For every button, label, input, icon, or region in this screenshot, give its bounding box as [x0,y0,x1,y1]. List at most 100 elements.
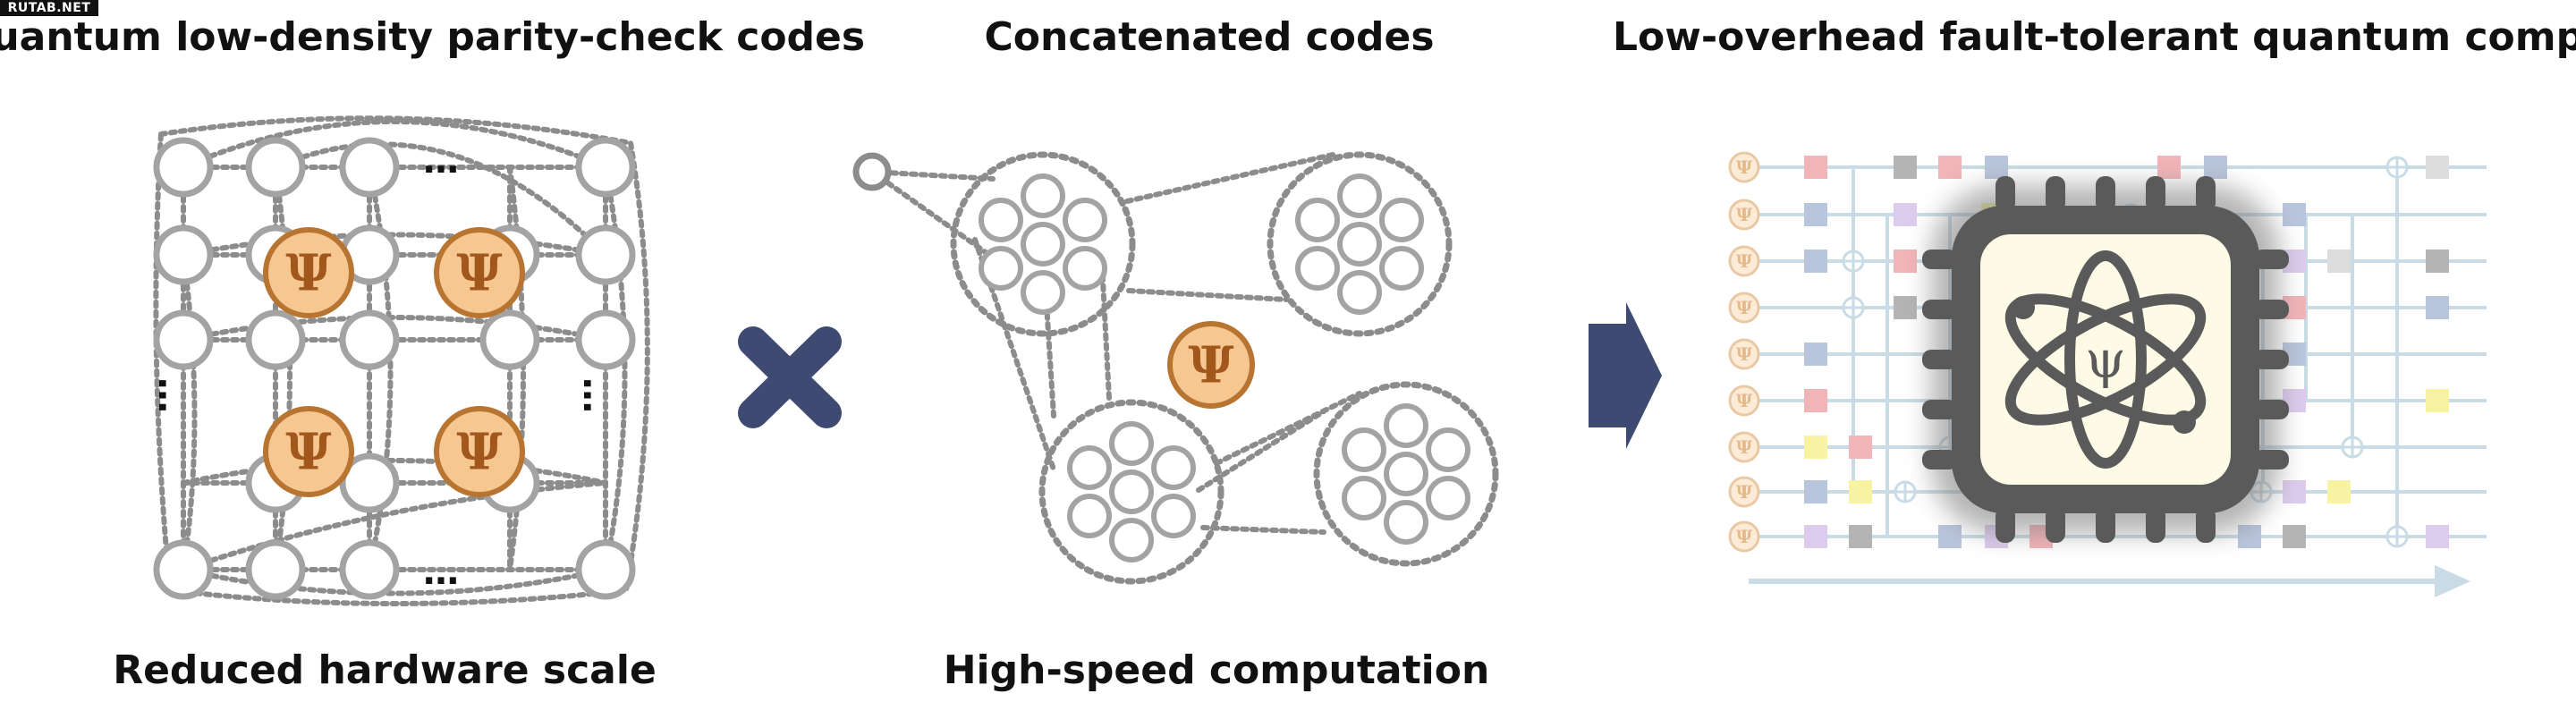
gate [2283,203,2306,226]
ellipsis: … [150,377,191,413]
time-arrow [1749,565,2470,597]
qldpc-connection [153,115,650,606]
qldpc-connection [181,458,608,486]
chip-pin [1922,300,1958,319]
gate [2327,250,2351,273]
chip-pin [2253,450,2289,469]
logical-qubit-circle [263,227,354,318]
input-qubit-circle [1728,199,1760,231]
physical-qubit [1021,222,1065,266]
gate [1985,156,2008,179]
chip-pin [1996,176,2015,212]
concatenated-connection [1099,261,1112,401]
atom-electron [2012,296,2035,319]
physical-qubit [1384,452,1428,496]
logical-qubit-circle [434,227,525,318]
chip-psi-symbol: ψ [2085,329,2125,390]
physical-qubit [245,137,306,198]
qldpc-connection [181,232,608,258]
input-qubit-circle [1728,151,1760,183]
physical-qubit [979,246,1023,291]
cnot-target [1842,296,1865,319]
physical-qubit [245,309,306,370]
physical-qubit [153,224,214,285]
physical-qubit [1295,246,1340,291]
gate [1894,203,1917,226]
chip-pin [2253,250,2289,269]
quantum-chip-icon: ψ [1922,176,2289,543]
input-qubit-circle [1728,292,1760,324]
psi-symbol: Ψ [1736,156,1753,178]
gate [1894,296,1917,319]
chip-pin [2096,507,2115,543]
input-qubit-circle [1728,385,1760,417]
psi-symbol: Ψ [1736,390,1753,411]
code-block [1267,151,1453,337]
gate [1804,343,1827,366]
physical-qubit [575,539,636,600]
physical-qubit [1337,222,1382,266]
input-logical-qubit: Ψ [1728,476,1760,508]
logical-qubit: Ψ [434,406,525,497]
psi-symbol: Ψ [1188,336,1233,395]
physical-qubit [153,539,214,600]
code-block [950,151,1136,337]
chip-pin [2046,176,2065,212]
logical-qubit: Ψ [1167,321,1255,409]
cnot-target [2341,436,2364,459]
code-block [1038,399,1224,585]
physical-qubit [1063,246,1107,291]
psi-symbol: Ψ [456,423,502,482]
psi-symbol: Ψ [1736,481,1753,503]
qldpc-connection [273,141,608,258]
ellipsis: … [423,552,459,593]
chip-pin [1922,400,1958,419]
physical-qubit [1021,173,1065,218]
cnot-target [2385,525,2409,548]
watermark: RUTAB.NET [0,0,98,16]
physical-qubit [1063,198,1107,242]
physical-qubit [575,309,636,370]
physical-qubit [1426,427,1470,472]
input-qubit-circle [1728,338,1760,370]
physical-qubit [1379,246,1424,291]
concatenated-connection [1126,288,1289,302]
input-qubit-circle [1728,520,1760,553]
physical-qubit [1067,445,1112,490]
cross-icon [738,326,842,428]
physical-qubit [1295,198,1340,242]
gate [1938,525,1962,548]
gate [2157,156,2181,179]
chip-pin [1922,450,1958,469]
physical-qubit [1109,469,1154,514]
psi-symbol: Ψ [1736,250,1753,272]
chip-pin [1922,250,1958,269]
qldpc-ellipses: ………… [150,140,616,593]
gate [1849,436,1872,459]
chip-pins [1922,176,2289,543]
gate [2426,296,2449,319]
code-block-boundary [1267,151,1453,337]
atom-orbit [2004,293,2207,426]
psi-symbol: Ψ [456,244,502,303]
gate [2238,525,2261,548]
gate [1804,480,1827,503]
physical-qubit [1342,476,1386,520]
psi-symbol: Ψ [1736,436,1753,458]
input-logical-qubit: Ψ [1728,385,1760,417]
atom-electron [2173,410,2196,434]
physical-qubit [153,137,214,198]
physical-qubit [1067,494,1112,538]
chip-pin [2253,400,2289,419]
qldpc-connection [181,119,608,170]
logical-qubit-circle [263,406,354,497]
input-logical-qubit: Ψ [1728,199,1760,231]
input-logical-qubit: Ψ [1728,520,1760,553]
physical-qubit [339,453,400,513]
code-block-boundary [1038,399,1224,585]
concatenated-connection [1200,525,1326,535]
gate [1804,389,1827,412]
